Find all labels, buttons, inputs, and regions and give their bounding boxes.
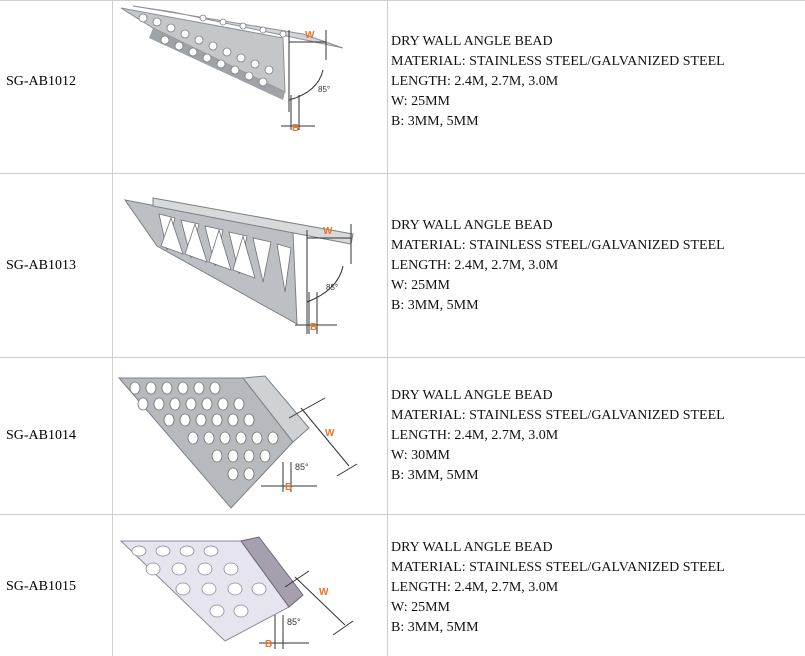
w-label: W [305,30,315,41]
product-material: MATERIAL: STAINLESS STEEL/GALVANIZED STE… [391,408,725,423]
product-b: B: 3MM, 5MM [391,298,479,313]
row-divider [0,514,805,515]
code-cell: SG-AB1012 [0,0,113,173]
product-length: LENGTH: 2.4M, 2.7M, 3.0M [391,580,559,595]
product-b: B: 3MM, 5MM [391,468,479,483]
product-title: DRY WALL ANGLE BEAD [391,540,553,555]
product-width: W: 25MM [391,94,450,109]
product-material: MATERIAL: STAINLESS STEEL/GALVANIZED STE… [391,54,725,69]
code-cell: SG-AB1015 [0,515,113,656]
code-cell: SG-AB1014 [0,358,113,514]
product-code: SG-AB1013 [6,258,77,273]
row-divider [0,0,805,1]
product-row: SG-AB1014 [0,358,805,514]
row-divider [0,173,805,174]
description-cell: DRY WALL ANGLE BEAD MATERIAL: STAINLESS … [388,515,805,656]
angle-bead-diagram: W B 85° [119,536,354,650]
product-material: MATERIAL: STAINLESS STEEL/GALVANIZED STE… [391,238,725,253]
product-width: W: 30MM [391,448,450,463]
angle-label: 85° [318,85,330,94]
product-diagram: W B 85° [113,174,388,357]
b-label: B [310,322,317,333]
b-label: B [292,123,299,134]
product-title: DRY WALL ANGLE BEAD [391,218,553,233]
product-b: B: 3MM, 5MM [391,620,479,635]
angle-label: 85° [295,462,309,472]
product-code: SG-AB1015 [6,579,77,594]
product-diagram: W B 85° [113,358,388,514]
b-label: B [285,482,292,493]
code-cell: SG-AB1013 [0,174,113,357]
product-length: LENGTH: 2.4M, 2.7M, 3.0M [391,428,559,443]
angle-bead-diagram: W B 85° [123,197,354,334]
product-width: W: 25MM [391,278,450,293]
product-title: DRY WALL ANGLE BEAD [391,34,553,49]
angle-bead-diagram: W B 85° [120,5,344,134]
product-length: LENGTH: 2.4M, 2.7M, 3.0M [391,74,559,89]
product-b: B: 3MM, 5MM [391,114,479,129]
product-row: SG-AB1015 W B 85° DRY W [0,515,805,656]
product-code: SG-AB1012 [6,74,77,89]
product-diagram: W B 85° [113,515,388,656]
description-cell: DRY WALL ANGLE BEAD MATERIAL: STAINLESS … [388,0,805,173]
w-label: W [323,226,333,237]
product-title: DRY WALL ANGLE BEAD [391,388,553,403]
description-cell: DRY WALL ANGLE BEAD MATERIAL: STAINLESS … [388,174,805,357]
b-label: B [265,639,272,650]
product-code: SG-AB1014 [6,428,77,443]
product-row: SG-AB1012 [0,0,805,173]
product-length: LENGTH: 2.4M, 2.7M, 3.0M [391,258,559,273]
angle-label: 85° [287,617,301,627]
product-material: MATERIAL: STAINLESS STEEL/GALVANIZED STE… [391,560,725,575]
product-width: W: 25MM [391,600,450,615]
product-diagram: W B 85° [113,0,388,173]
w-label: W [325,428,335,439]
angle-bead-diagram: W B 85° [117,375,358,509]
row-divider [0,357,805,358]
product-row: SG-AB1013 W B 85° DRY WALL ANGLE B [0,174,805,357]
description-cell: DRY WALL ANGLE BEAD MATERIAL: STAINLESS … [388,358,805,514]
angle-label: 85° [326,283,338,292]
w-label: W [319,587,329,598]
